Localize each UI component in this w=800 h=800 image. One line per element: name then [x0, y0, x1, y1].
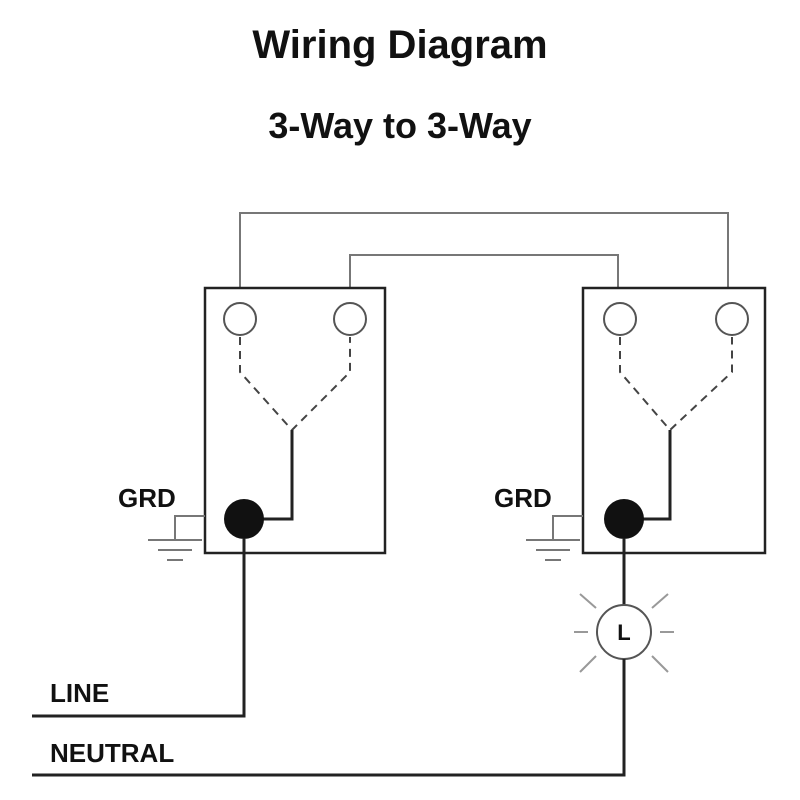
lamp-label: L	[617, 620, 630, 645]
left-switch	[203, 286, 387, 555]
left-common-terminal	[224, 499, 264, 539]
left-traveler-terminal-2	[333, 302, 367, 336]
lamp-ray	[651, 593, 669, 609]
right-traveler-terminal-2	[715, 302, 749, 336]
right-switch	[581, 286, 767, 555]
right-traveler-terminal-1	[603, 302, 637, 336]
lamp-ray	[579, 655, 597, 673]
left-traveler-terminal-1	[223, 302, 257, 336]
left-ground-lead	[174, 515, 205, 540]
left-ground-label: GRD	[118, 483, 176, 513]
diagram-title: Wiring Diagram	[252, 23, 547, 67]
right-ground-label: GRD	[494, 483, 552, 513]
outer-traveler-wire	[239, 212, 729, 303]
lamp-ray	[651, 655, 669, 673]
neutral-label: NEUTRAL	[50, 738, 174, 768]
line-wire	[32, 539, 246, 718]
diagram-subtitle: 3-Way to 3-Way	[268, 105, 531, 146]
right-ground-lead	[552, 515, 583, 540]
inner-traveler-wire	[349, 254, 619, 303]
lamp-ray	[579, 593, 597, 609]
right-ground: GRD	[494, 483, 583, 561]
neutral-wire	[32, 659, 626, 777]
left-ground: GRD	[118, 483, 205, 561]
right-common-terminal	[604, 499, 644, 539]
line-label: LINE	[50, 678, 109, 708]
